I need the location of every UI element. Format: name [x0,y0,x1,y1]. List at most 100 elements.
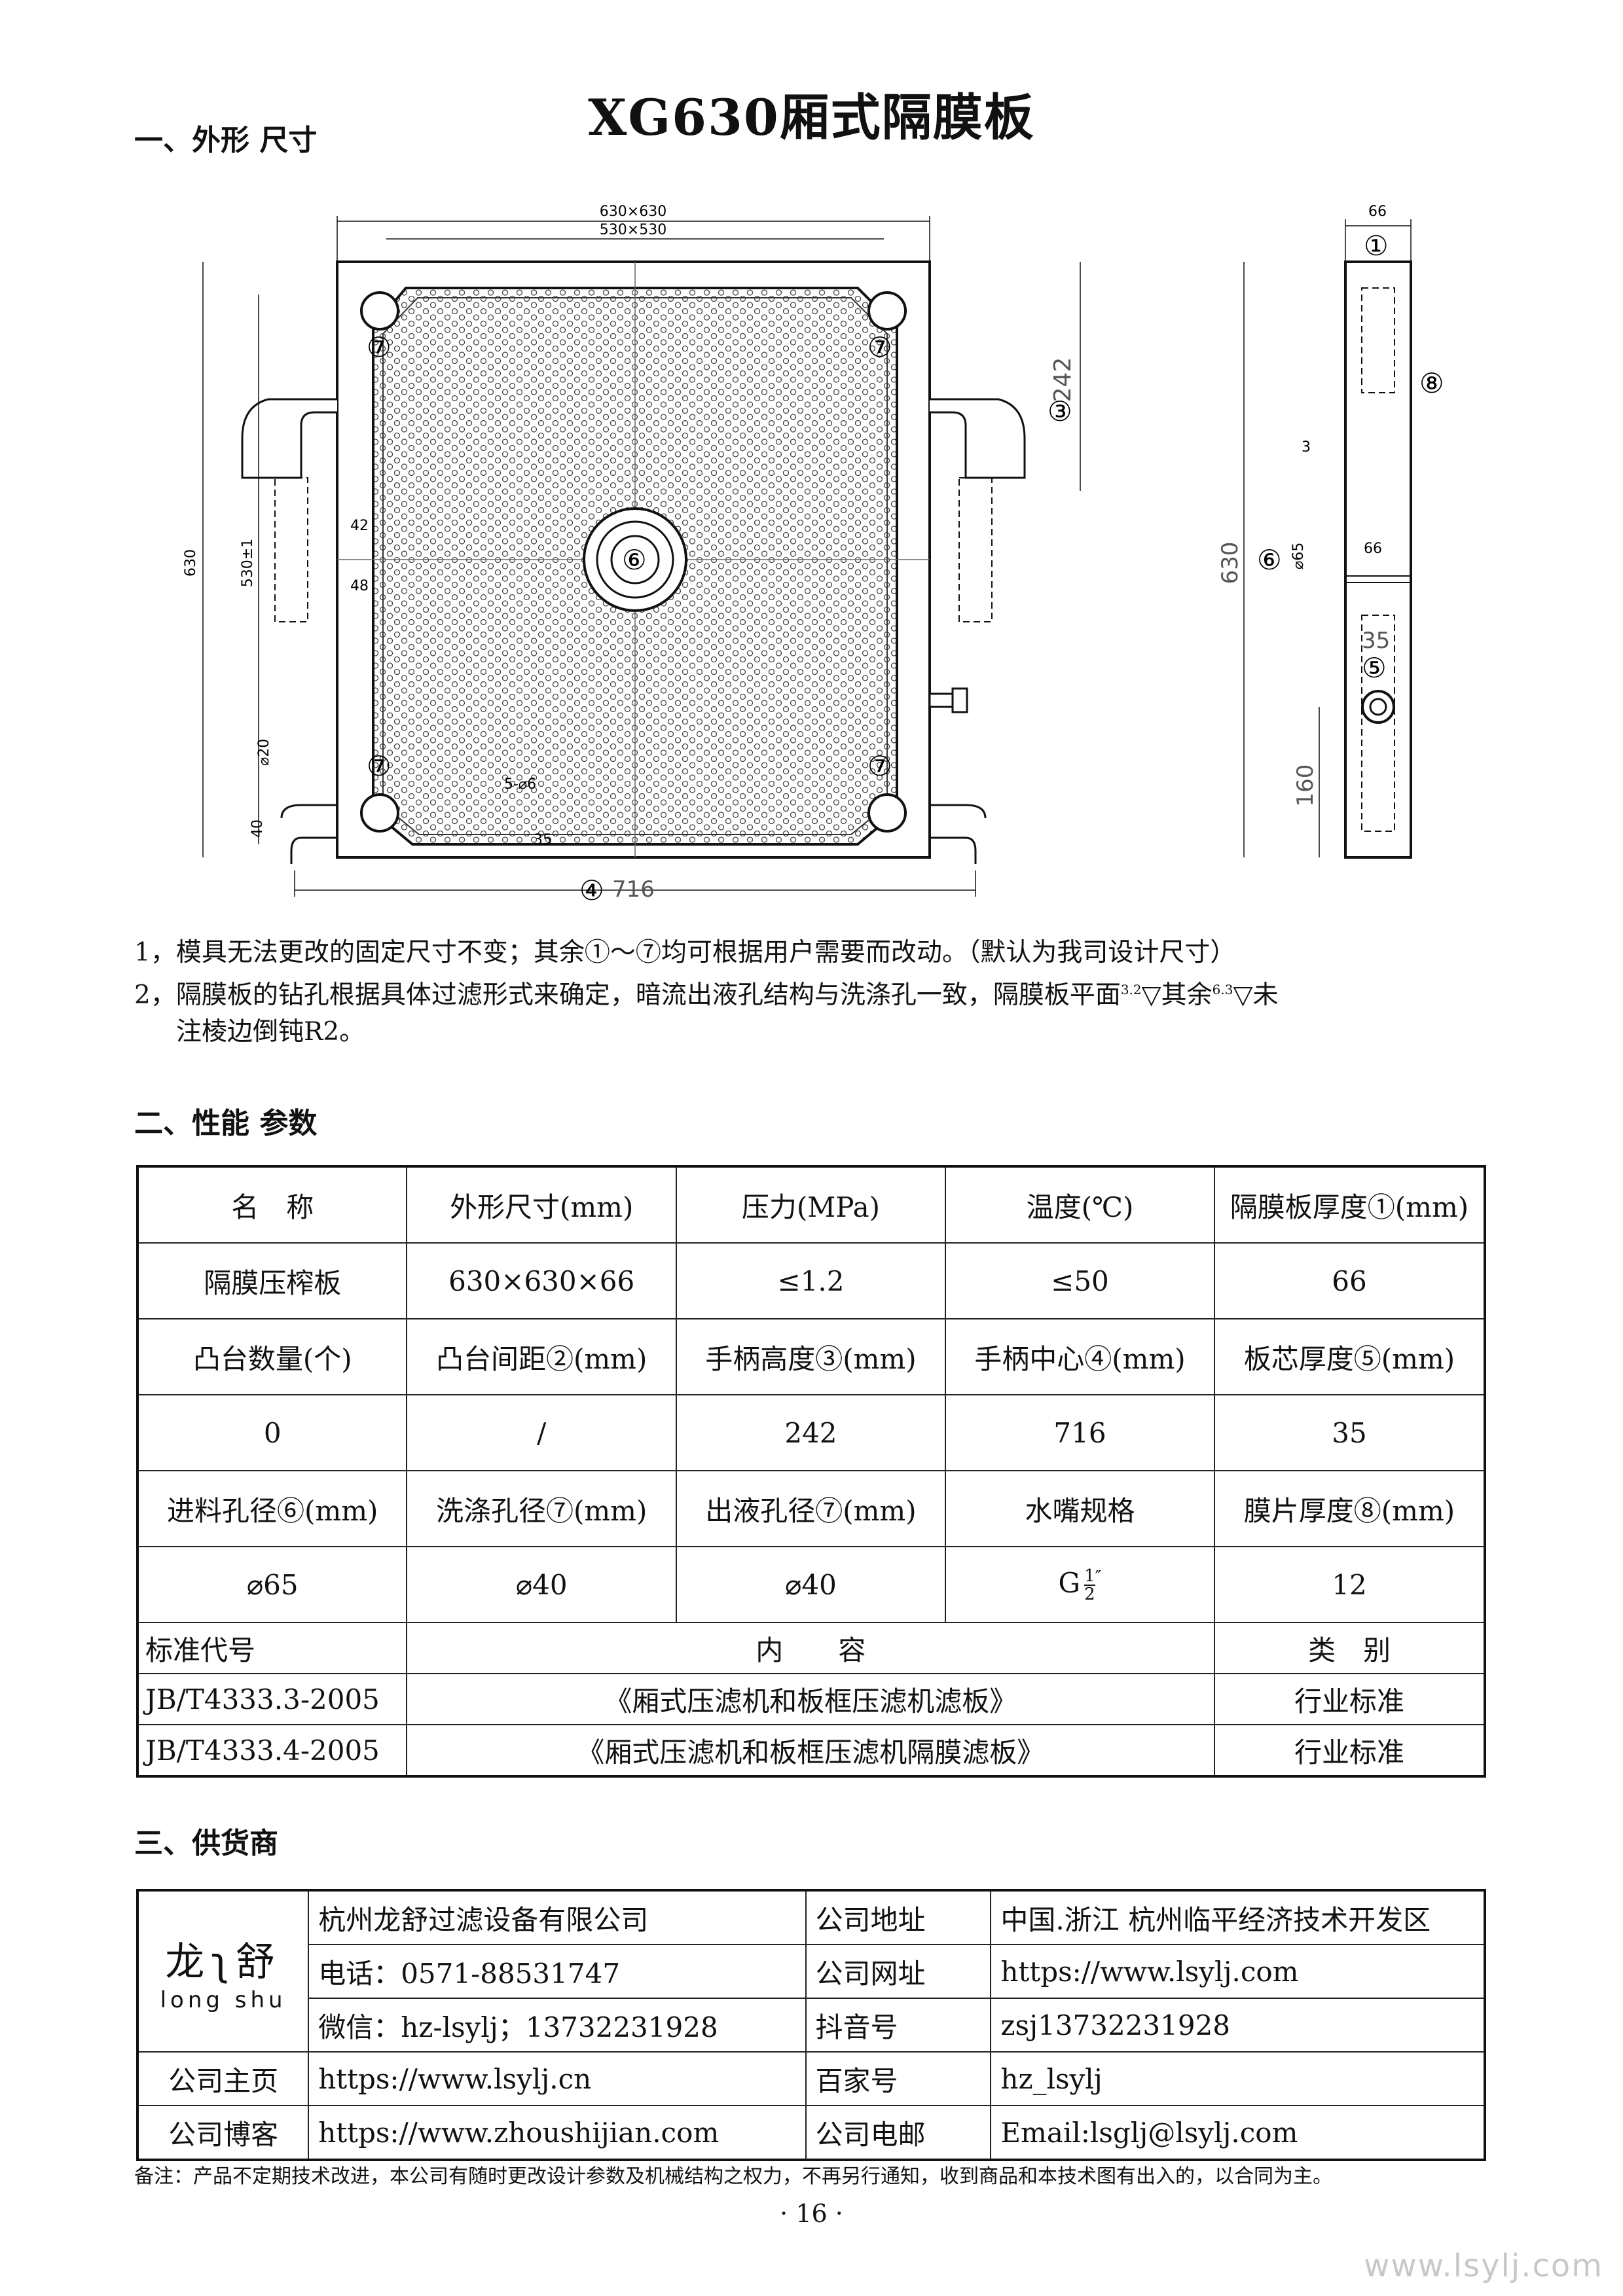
param-header-cell: 凸台间距②(mm) [406,1318,677,1395]
page-title: XG630厢式隔膜板 [588,88,1035,147]
blog-label: 公司博客 [136,2105,310,2161]
dim-phi20: ⌀20 [256,739,272,766]
std-content: 《厢式压滤机和板框压滤机隔膜滤板》 [406,1724,1215,1777]
callout-5: ⑤ [1362,652,1387,684]
dim-35-bottom: 35 [534,832,552,848]
corner-hole-br [867,793,907,833]
param-header-cell: 压力(MPa) [675,1166,946,1244]
param-header-cell: 外形尺寸(mm) [406,1166,677,1244]
baijia-value: hz_lsylj [990,2051,1486,2106]
std-type: 行业标准 [1213,1724,1486,1777]
dim-160: 160 [1292,764,1319,807]
std-type: 行业标准 [1213,1673,1486,1725]
param-value-cell: ⌀40 [406,1546,677,1623]
std-code: JB/T4333.4-2005 [136,1724,408,1777]
dim-phi65: ⌀65 [1290,543,1307,569]
param-header-row: 进料孔径⑥(mm)洗涤孔径⑦(mm)出液孔径⑦(mm)水嘴规格膜片厚度⑧(mm) [136,1470,1486,1547]
dim-66-mid: 66 [1364,541,1382,557]
homepage-link[interactable]: https://www.lsylj.cn [308,2051,807,2106]
callout-7-tl: ⑦ [367,331,392,363]
company-name: 杭州龙舒过滤设备有限公司 [308,1890,807,1945]
param-header-cell: 凸台数量(个) [136,1318,408,1395]
dim-5holes: 5-⌀6 [504,776,536,793]
param-header-cell: 出液孔径⑦(mm) [675,1470,946,1547]
callout-3: ③ [1048,395,1072,427]
std-content: 《厢式压滤机和板框压滤机滤板》 [406,1673,1215,1725]
blog-link[interactable]: https://www.zhoushijian.com [308,2105,807,2161]
dim-630-side: 630 [1217,542,1243,584]
dim-35-side: 35 [1362,628,1390,654]
param-header-cell: 进料孔径⑥(mm) [136,1470,408,1547]
section-heading-dimensions: 一、外形 尺寸 [134,124,318,157]
homepage-label: 公司主页 [136,2051,310,2106]
param-value-cell: ≤1.2 [675,1242,946,1319]
std-header-row: 标准代号 内 容 类 别 [136,1622,1486,1674]
std-code: JB/T4333.3-2005 [136,1673,408,1725]
param-header-cell: 手柄中心④(mm) [944,1318,1215,1395]
param-header-cell: 手柄高度③(mm) [675,1318,946,1395]
dim-48: 48 [350,578,369,594]
param-value-cell: 35 [1213,1394,1486,1471]
callout-1: ① [1364,230,1389,262]
param-header-cell: 温度(℃) [944,1166,1215,1244]
phone: 电话：0571-88531747 [308,1944,807,1999]
param-value-cell: 隔膜压榨板 [136,1242,408,1319]
dim-630: 630 [183,549,199,577]
param-header-cell: 隔膜板厚度①(mm) [1213,1166,1486,1244]
page-number: · 16 · [780,2199,843,2228]
param-header-cell: 水嘴规格 [944,1470,1215,1547]
param-header-cell: 膜片厚度⑧(mm) [1213,1470,1486,1547]
side-view-outline [1344,260,1412,859]
address-label: 公司地址 [805,1890,992,1945]
dim-3: 3 [1302,439,1311,456]
std-row: JB/T4333.3-2005 《厢式压滤机和板框压滤机滤板》 行业标准 [136,1673,1486,1725]
dim-530x530: 530×530 [600,222,666,238]
dim-530: 530±1 [240,539,256,587]
website-label: 公司网址 [805,1944,992,1999]
douyin-value: zsj13732231928 [990,1998,1486,2053]
param-header-row: 名 称外形尺寸(mm)压力(MPa)温度(℃)隔膜板厚度①(mm) [136,1166,1486,1244]
handle-left [241,398,337,479]
email-link[interactable]: Email:lsglj@lsylj.com [990,2105,1486,2161]
dim-242: 242 [1049,357,1076,403]
param-value-cell: ⌀40 [675,1546,946,1623]
baijia-label: 百家号 [805,2051,992,2106]
dim-42: 42 [350,518,369,534]
corner-hole-bl [360,793,399,833]
notes: 1，模具无法更改的固定尺寸不变；其余①～⑦均可根据用户需要而改动。（默认为我司设… [134,935,1278,1050]
callout-6: ⑥ [622,544,647,576]
handle-right [930,398,1026,479]
param-header-cell: 洗涤孔径⑦(mm) [406,1470,677,1547]
note-3: 注棱边倒钝R2。 [176,1017,365,1047]
param-value-cell: 0 [136,1394,408,1471]
section-heading-params: 二、性能 参数 [134,1107,318,1140]
note-1: 1，模具无法更改的固定尺寸不变；其余①～⑦均可根据用户需要而改动。（默认为我司设… [134,938,1236,967]
section-heading-supplier: 三、供货商 [134,1827,278,1860]
param-value-cell: 242 [675,1394,946,1471]
callout-8: ⑧ [1419,367,1444,399]
roughness-2: 6.3 [1212,982,1233,997]
dim-716: 716 [612,876,655,903]
address-value: 中国.浙江 杭州临平经济技术开发区 [990,1890,1486,1945]
website-link[interactable]: https://www.lsylj.com [990,1944,1486,1999]
param-header-cell: 名 称 [136,1166,408,1244]
param-value-cell: 630×630×66 [406,1242,677,1319]
dim-630x630: 630×630 [600,204,666,220]
param-value-cell: 716 [944,1394,1215,1471]
std-header-type: 类 别 [1213,1622,1486,1674]
param-value-cell: ⌀65 [136,1546,408,1623]
callout-7-tr: ⑦ [867,331,892,363]
std-row: JB/T4333.4-2005 《厢式压滤机和板框压滤机隔膜滤板》 行业标准 [136,1724,1486,1777]
callout-6-side: ⑥ [1257,544,1282,576]
callout-7-br: ⑦ [867,750,892,782]
param-header-cell: 板芯厚度⑤(mm) [1213,1318,1486,1395]
callout-7-bl: ⑦ [367,750,392,782]
watermark: www.lsylj.com [1364,2248,1603,2284]
roughness-1: 3.2 [1120,982,1142,997]
dim-40: 40 [249,819,266,838]
corner-hole-tl [360,291,399,331]
